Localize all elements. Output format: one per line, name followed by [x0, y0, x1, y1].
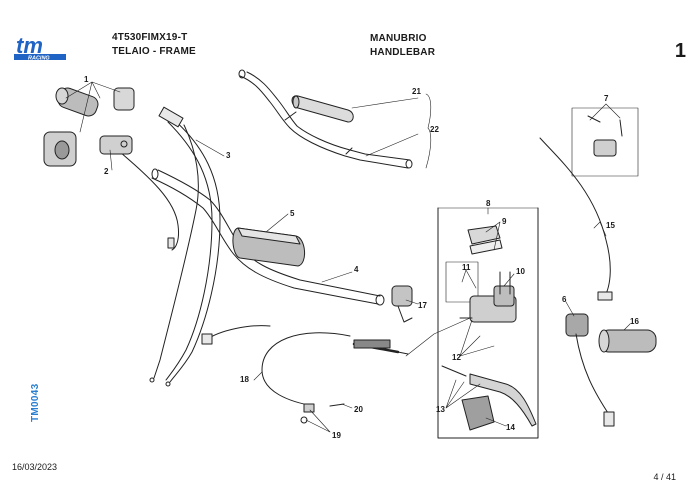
- callout-leaders: [65, 81, 631, 433]
- callout-1: 1: [84, 75, 89, 84]
- callout-16: 16: [630, 317, 639, 326]
- callout-15: 15: [606, 221, 615, 230]
- callout-19: 19: [332, 431, 341, 440]
- callout-7: 7: [604, 94, 609, 103]
- callout-9: 9: [502, 217, 507, 226]
- callout-8: 8: [486, 199, 491, 208]
- callout-10: 10: [516, 267, 525, 276]
- callout-6: 6: [562, 295, 567, 304]
- callout-22: 22: [430, 125, 439, 134]
- callout-14: 14: [506, 423, 515, 432]
- handlebar-top-part: [238, 69, 413, 169]
- callout-3: 3: [226, 151, 231, 160]
- page-number: 4 / 41: [653, 472, 676, 482]
- brake-master-cylinder-part: [459, 225, 517, 323]
- callout-2: 2: [104, 167, 109, 176]
- brake-lever-part: [441, 365, 537, 431]
- callout-5: 5: [290, 209, 295, 218]
- model-code: 4T530FIMX19-T: [112, 32, 188, 43]
- callout-21: 21: [412, 87, 421, 96]
- callout-18: 18: [240, 375, 249, 384]
- throttle-cables-part: [149, 106, 221, 387]
- clutch-cable-fittings-part: [300, 403, 345, 424]
- hot-start-cable-part: [539, 137, 613, 301]
- hot-start-box: [571, 107, 639, 177]
- section-number: 1: [674, 40, 686, 62]
- callout-17: 17: [418, 301, 427, 310]
- handlebar-pad-part: [291, 95, 354, 123]
- clutch-perch-part: [391, 285, 413, 323]
- group-title: TELAIO - FRAME: [112, 46, 196, 57]
- section-title-it: MANUBRIO: [370, 33, 427, 44]
- tm-racing-logo: tm RACING: [14, 33, 78, 62]
- print-date: 16/03/2023: [12, 462, 58, 472]
- callout-20: 20: [354, 405, 363, 414]
- logo-subtext: RACING: [28, 56, 50, 62]
- handlebar-main-part: [151, 168, 385, 306]
- callout-11: 11: [462, 263, 471, 272]
- right-grip-part: [565, 313, 657, 427]
- callout-13: 13: [436, 405, 445, 414]
- callout-4: 4: [354, 265, 359, 274]
- clutch-cable-part: [201, 325, 409, 407]
- logo-text: tm: [16, 36, 43, 58]
- switch-cable-part: [119, 151, 179, 251]
- callout-labels: 1 2 3 4 5 6 7 8 9 10 11 12 13 14 15 16 1…: [84, 75, 639, 440]
- callout-12: 12: [452, 353, 461, 362]
- left-grip-part: [43, 87, 135, 167]
- section-title-en: HANDLEBAR: [370, 47, 436, 58]
- crossbar-pad-part: [232, 227, 305, 267]
